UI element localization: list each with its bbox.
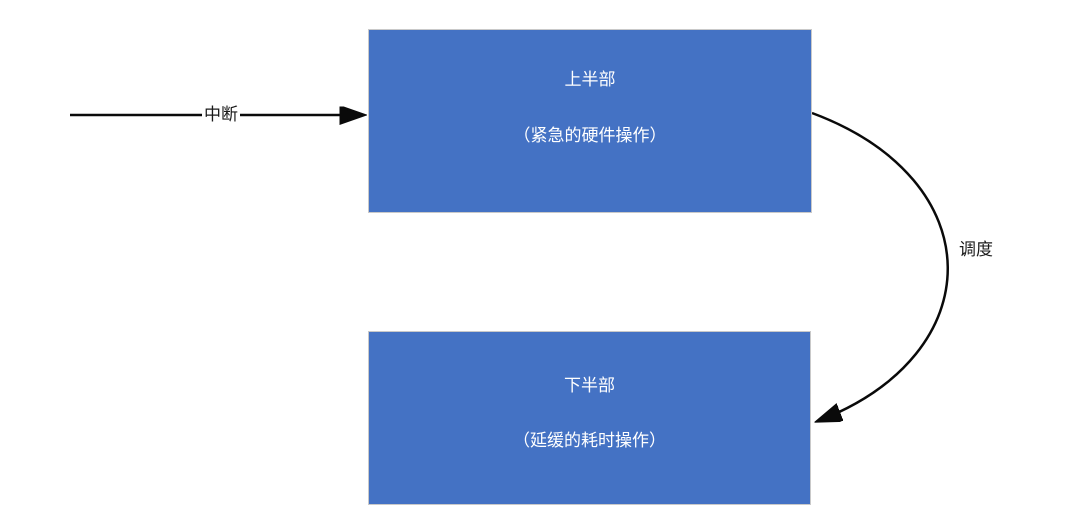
top-half-subtitle: （紧急的硬件操作） (513, 126, 667, 146)
schedule-arrow-label: 调度 (959, 240, 993, 260)
schedule-arrow (811, 111, 949, 421)
top-half-box: 上半部 （紧急的硬件操作） (368, 29, 812, 213)
interrupt-arrow-label: 中断 (202, 105, 240, 125)
bottom-half-subtitle: （延缓的耗时操作） (513, 431, 666, 451)
top-half-title: 上半部 (564, 70, 616, 90)
bottom-half-title: 下半部 (564, 376, 615, 396)
bottom-half-box: 下半部 （延缓的耗时操作） (368, 331, 811, 505)
